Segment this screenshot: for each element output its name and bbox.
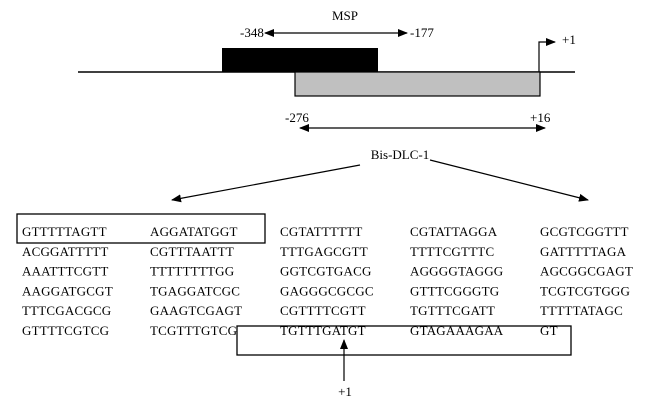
bis-name-label: Bis-DLC-1 <box>371 147 430 162</box>
sequence-segment: TTTCGACGCG <box>22 303 111 318</box>
sequence-segment: CGTATTTTTT <box>280 224 363 239</box>
sequence-segment: TGTTTGATGT <box>280 323 366 338</box>
sequence-segment: TTTGAGCGTT <box>280 244 368 259</box>
sequence-segment: CGTTTTCGTT <box>280 303 366 318</box>
sequence-segment: GAGGGCGCGC <box>280 283 374 298</box>
sequence-grid: GTTTTTAGTT AGGATATGGT CGTATTTTTT CGTATTAGGA… <box>22 224 633 338</box>
bis-end-label: +16 <box>530 110 551 125</box>
sequence-segment: GGTCGTGACG <box>280 264 372 279</box>
sequence-segment: TGAGGATCGC <box>150 283 240 298</box>
sequence-segment: AAATTTCGTT <box>22 264 109 279</box>
tss-arrow <box>538 38 556 72</box>
tss-label: +1 <box>562 32 576 47</box>
msp-label: MSP <box>332 8 358 23</box>
sequence-segment: TTTTTTTTGG <box>150 264 234 279</box>
left-expansion-arrow <box>171 164 361 203</box>
msp-primer-box <box>16 213 266 244</box>
sequence-segment: GTTTTTAGTT <box>22 224 107 239</box>
bottom-tss-label: +1 <box>338 384 352 399</box>
sequence-segment: TCGTTTGTCG <box>150 323 237 338</box>
sequence-segment: TTTTCGTTTC <box>410 244 494 259</box>
sequence-segment: GTAGAAAGAA <box>410 323 504 338</box>
sequence-segment: GCGTCGGTTT <box>540 224 629 239</box>
msp-start-label: -348 <box>240 25 264 40</box>
sequence-segment: TGTTTCGATT <box>410 303 495 318</box>
bisulfite-region <box>294 71 541 97</box>
sequence-segment: CGTTTAATTT <box>150 244 234 259</box>
sequence-segment: GT <box>540 323 558 338</box>
right-expansion-arrow <box>429 159 589 202</box>
sequence-segment: TTTTTATAGC <box>540 303 623 318</box>
tss-region-box <box>236 325 572 356</box>
sequence-segment: AAGGATGCGT <box>22 283 113 298</box>
sequence-segment: AGCGGCGAGT <box>540 264 633 279</box>
sequence-segment: AGGATATGGT <box>150 224 238 239</box>
msp-end-label: -177 <box>410 25 434 40</box>
sequence-segment: CGTATTAGGA <box>410 224 498 239</box>
sequence-segment: GTTTCGGGTG <box>410 283 499 298</box>
sequence-segment: GAAGTCGAGT <box>150 303 242 318</box>
sequence-segment: ACGGATTTTT <box>22 244 109 259</box>
sequence-segment: AGGGGTAGGG <box>410 264 503 279</box>
sequence-segment: GTTTTCGTCG <box>22 323 109 338</box>
sequence-segment: GATTTTTAGA <box>540 244 627 259</box>
sequence-segment: TCGTCGTGGG <box>540 283 630 298</box>
msp-region <box>222 48 378 72</box>
bis-start-label: -276 <box>285 110 309 125</box>
